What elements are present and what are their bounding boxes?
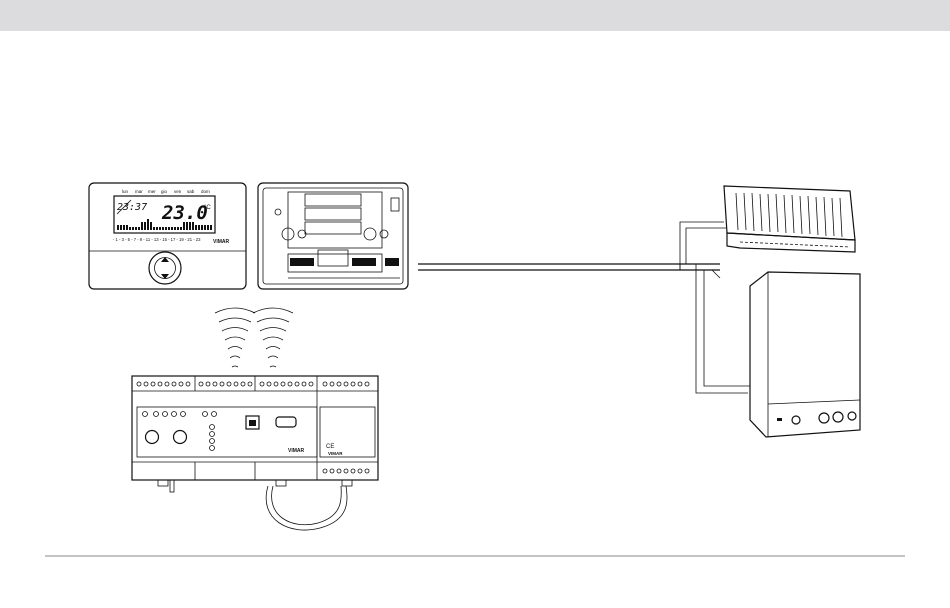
- terminal-screws-bottom: [323, 469, 369, 473]
- serial-port[interactable]: [276, 417, 296, 427]
- day-label-thu: gio: [161, 189, 168, 194]
- ac-wires: [680, 222, 726, 270]
- loop-cable: [266, 486, 347, 530]
- footer-rule: [45, 555, 905, 557]
- thermostat-rear-module: [258, 183, 408, 289]
- din-rail-module: VIMAR CE VIMAR: [132, 376, 378, 492]
- bus-cable: [418, 264, 720, 270]
- boiler-wires: [696, 264, 750, 393]
- radio-waves-right: [253, 308, 293, 367]
- lcd-time: 23:37: [117, 202, 147, 213]
- boiler: [750, 272, 860, 437]
- thermostat-front: lun mar mer gio ven sab dom 23:37 23.0 °…: [89, 183, 246, 289]
- lcd-unit: °C: [204, 205, 211, 211]
- day-label-sat: sab: [187, 189, 195, 194]
- thermostat-brand: VIMAR: [213, 239, 230, 245]
- day-label-wed: mer: [148, 189, 156, 194]
- module-brand: VIMAR: [288, 448, 305, 454]
- day-label-sun: dom: [201, 189, 210, 194]
- hour-scale: - 1 - 3 - 5 - 7 - 9 - 11 - 13 - 15 - 17 …: [113, 237, 201, 242]
- day-label-mon: lun: [122, 189, 129, 194]
- terminal-screws-top: [137, 382, 369, 386]
- navigation-knob[interactable]: [149, 252, 181, 284]
- lcd-temperature: 23.0: [161, 202, 208, 224]
- day-label-tue: mar: [135, 189, 143, 194]
- ce-mark: CE: [326, 444, 334, 450]
- rotary-dial-left[interactable]: [146, 431, 159, 444]
- air-conditioner: [724, 186, 855, 252]
- rotary-dial-right[interactable]: [174, 431, 187, 444]
- day-label-fri: ven: [174, 189, 182, 194]
- radio-waves-left: [215, 308, 255, 367]
- module-right-brand: VIMAR: [328, 451, 343, 456]
